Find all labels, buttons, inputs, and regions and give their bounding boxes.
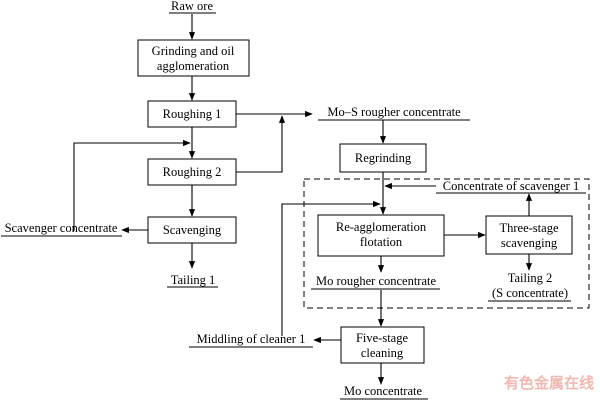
flow-middling-recycle [281,200,381,336]
tailing2-label-line1: Tailing 2 [508,271,553,285]
watermark: 有色金属在线 [504,374,594,392]
grinding-box [137,39,250,77]
mo-rougher-label: Mo rougher concentrate [316,274,437,288]
tailing2-label-line2: (S concentrate) [492,286,568,300]
three-stage-label-line1: Three-stage [500,221,559,235]
reagglomeration-box [317,214,445,257]
concentrate-scavenger1-label: Concentrate of scavenger 1 [443,179,579,193]
five-stage-label-line1: Five-stage [356,331,409,345]
regrinding-box [339,143,427,173]
roughing1-label: Roughing 1 [163,107,222,121]
reagglomeration-label-line1: Re-agglomeration [336,220,427,234]
five-stage-label-line2: cleaning [361,346,404,360]
grinding-label-line2: agglomeration [157,59,230,73]
scavenger-concentrate-label: Scavenger concentrate [5,221,118,235]
raw-ore-label: Raw ore [171,0,213,13]
tailing1-label: Tailing 1 [171,273,216,287]
regrind-circuit-boundary [303,178,590,309]
grinding-label-line1: Grinding and oil [152,44,235,58]
mos-rougher-label: Mo–S rougher concentrate [327,105,461,119]
flow-scavenger-concentrate-recycle [73,139,191,231]
three-stage-label-line2: scavenging [501,236,558,250]
roughing1-box [147,100,237,128]
middling-label: Middling of cleaner 1 [197,332,306,346]
scavenging-label: Scavenging [163,223,222,237]
roughing2-label: Roughing 2 [163,165,222,179]
scavenging-box [147,216,237,244]
flow-roughing2-to-mos [236,115,286,173]
mo-concentrate-label: Mo concentrate [344,384,423,398]
five-stage-box [340,326,425,364]
regrinding-label: Regrinding [355,151,412,165]
reagglomeration-label-line2: flotation [360,235,403,249]
